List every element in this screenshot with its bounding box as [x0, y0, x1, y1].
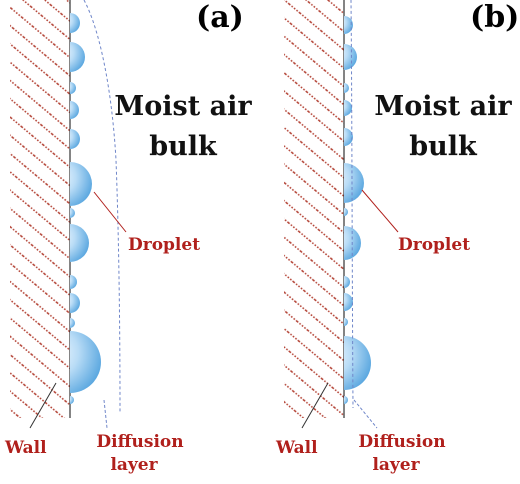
panel-tag-b: (b): [470, 0, 519, 35]
diffusion-label-a-line2: layer: [110, 455, 158, 475]
diffusion-label-b-line1: Diffusion: [358, 432, 445, 452]
diffusion-leader-b: [353, 399, 378, 429]
wall-leader-b: [301, 382, 329, 429]
droplet-leader-a: [93, 191, 127, 233]
bulk-label-b-line1: Moist air: [374, 91, 512, 122]
droplet: [344, 336, 371, 390]
droplets-b: [344, 16, 371, 404]
droplet: [70, 275, 77, 289]
droplets-a: [70, 13, 101, 404]
wall-label-a: Wall: [4, 438, 47, 458]
droplet: [344, 128, 353, 146]
bulk-label-b-line2: bulk: [409, 131, 478, 162]
droplet: [344, 208, 348, 216]
droplet: [70, 331, 101, 393]
diffusion-boundary-b: [350, 0, 354, 409]
droplet: [344, 16, 353, 34]
panel-tag-a: (a): [196, 0, 244, 35]
diffusion-leader-a: [103, 399, 108, 429]
droplet: [344, 293, 353, 311]
panel-a: (a) Moist air bulk Droplet Wall Diffusio…: [4, 0, 252, 475]
droplet: [70, 318, 75, 328]
droplet: [344, 163, 364, 203]
wall-leader-a: [29, 382, 57, 429]
droplet: [344, 276, 350, 288]
wall-b: [284, 0, 344, 418]
bulk-label-a-line1: Moist air: [114, 91, 252, 122]
droplet-label-a: Droplet: [128, 235, 200, 255]
droplet: [70, 162, 92, 206]
droplet: [70, 208, 75, 218]
droplet: [344, 396, 348, 404]
droplet: [70, 82, 76, 94]
droplet: [70, 129, 80, 149]
wall-a: [10, 0, 70, 418]
diffusion-label-a-line1: Diffusion: [96, 432, 183, 452]
droplet: [70, 293, 80, 313]
droplet-leader-b: [361, 189, 399, 233]
droplet: [344, 83, 349, 93]
droplet: [70, 396, 74, 404]
droplet-label-b: Droplet: [398, 235, 470, 255]
droplet: [70, 13, 80, 33]
droplet: [70, 101, 79, 119]
droplet: [344, 318, 348, 326]
diffusion-label-b-line2: layer: [372, 455, 420, 475]
droplet: [70, 224, 89, 262]
bulk-label-a-line2: bulk: [149, 131, 218, 162]
diffusion-boundary-a: [83, 0, 121, 413]
droplet: [70, 42, 85, 72]
wall-label-b: Wall: [275, 438, 318, 458]
droplet: [344, 100, 352, 116]
panel-b: (b) Moist air bulk Droplet Wall Diffusio…: [275, 0, 519, 475]
droplet: [344, 44, 357, 70]
